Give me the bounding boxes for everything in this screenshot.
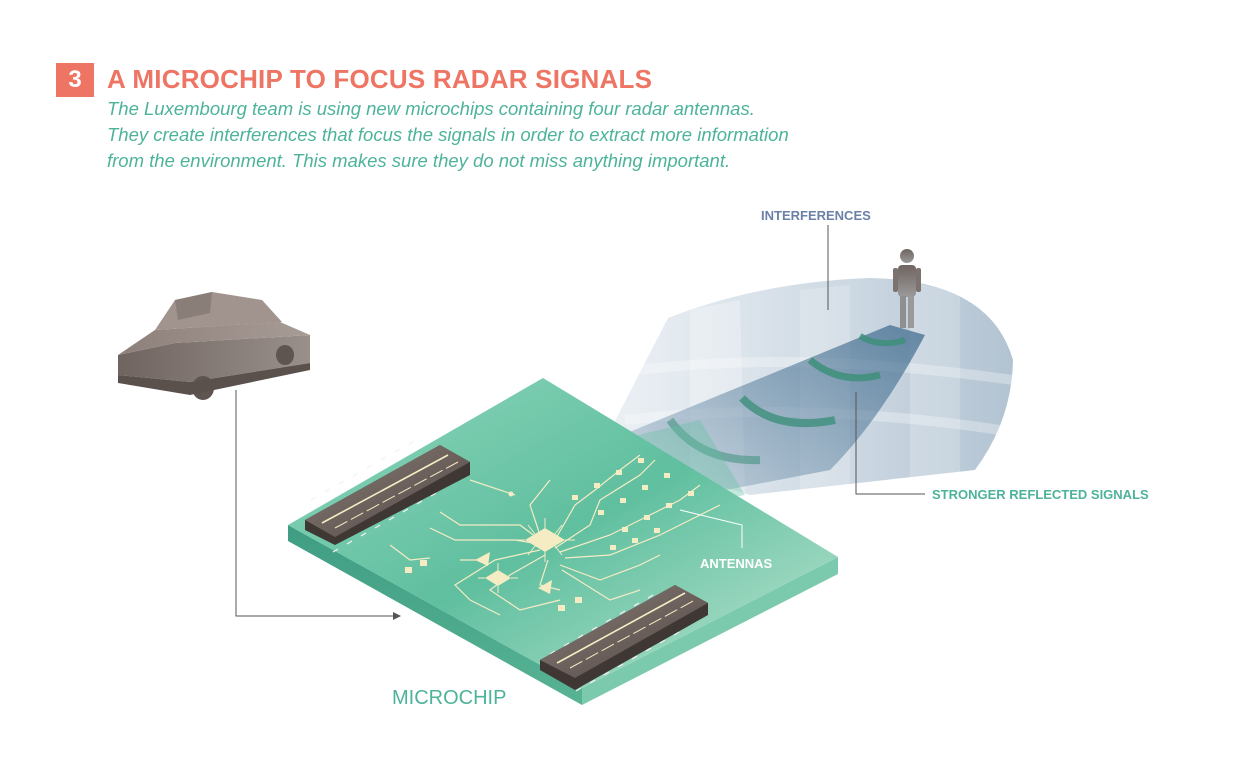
description-line-2: They create interferences that focus the… bbox=[107, 124, 789, 145]
person-icon bbox=[893, 249, 921, 328]
step-number-badge: 3 bbox=[56, 63, 94, 97]
description-line-3: from the environment. This makes sure th… bbox=[107, 150, 731, 171]
microchip-board bbox=[288, 378, 838, 705]
stronger-signals-label: STRONGER REFLECTED SIGNALS bbox=[932, 487, 1149, 502]
pin-row-right bbox=[549, 594, 680, 692]
connector-arrow bbox=[393, 612, 401, 620]
antenna-pads bbox=[405, 458, 694, 611]
chip-module-bottom bbox=[540, 585, 708, 690]
page-title: A MICROCHIP TO FOCUS RADAR SIGNALS bbox=[107, 64, 653, 94]
antennas-label: ANTENNAS bbox=[700, 556, 773, 571]
chip-module-top bbox=[305, 445, 470, 545]
pin-row-left bbox=[310, 440, 437, 553]
stronger-signals-leader-line bbox=[855, 392, 925, 495]
antennas-leader-line bbox=[679, 509, 743, 548]
description: The Luxembourg team is using new microch… bbox=[107, 96, 947, 174]
interferences-label: INTERFERENCES bbox=[761, 208, 871, 223]
car-connector-line bbox=[235, 390, 393, 617]
microchip-label: MICROCHIP bbox=[392, 687, 507, 709]
processor-icon bbox=[478, 518, 575, 593]
circuit-traces bbox=[389, 454, 721, 616]
description-line-1: The Luxembourg team is using new microch… bbox=[107, 98, 755, 119]
car-icon bbox=[118, 292, 310, 400]
